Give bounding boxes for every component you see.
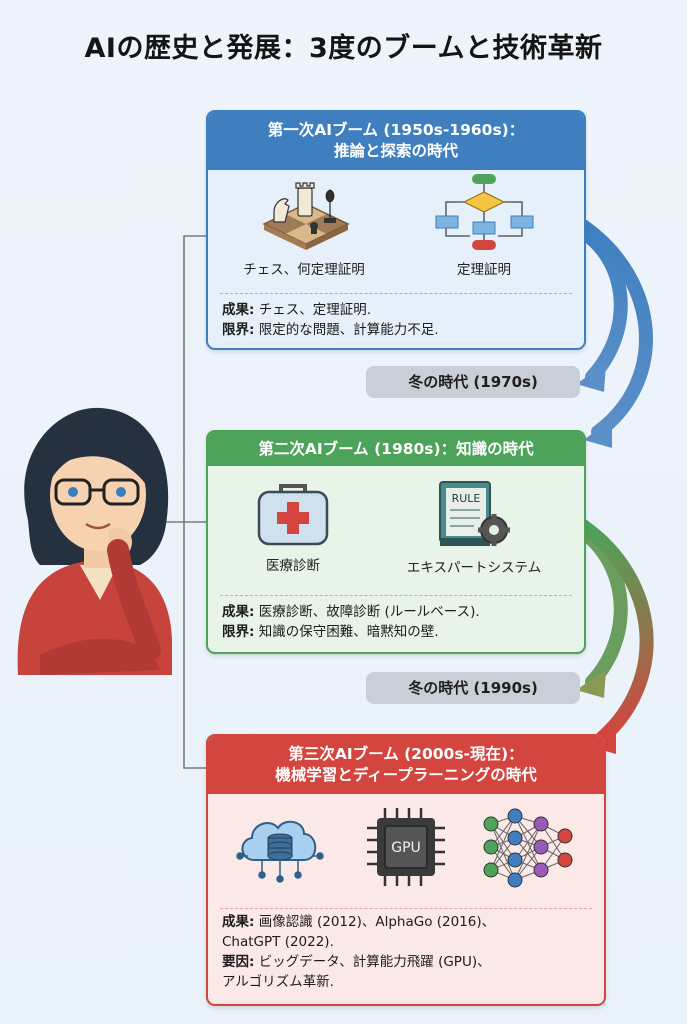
medical-kit-icon <box>257 484 329 546</box>
boom3-title-line1: 第三次AIブーム (2000s-現在)： <box>288 745 524 763</box>
flowchart-label: 定理証明 <box>457 262 511 278</box>
gpu-chip-icon: GPU <box>367 808 445 886</box>
boom1-title-line1: 第一次AIブーム (1950s-1960s)： <box>267 121 525 139</box>
expert-system-label: エキスパートシステム <box>406 560 542 576</box>
flowchart-item: 定理証明 <box>414 172 554 278</box>
medical-label: 医療診断 <box>266 558 320 574</box>
boom1-card: 第一次AIブーム (1950s-1960s)： 推論と探索の時代 チェス、何定理… <box>206 110 586 350</box>
boom3-title-line2: 機械学習とディープラーニングの時代 <box>275 766 537 784</box>
cloud-database-item <box>232 808 328 888</box>
medical-item: 医療診断 <box>228 480 358 574</box>
rule-book-text: RULE <box>452 492 481 505</box>
gpu-chip-text: GPU <box>391 840 421 856</box>
chess-item: チェス、何定理証明 <box>214 178 394 278</box>
rule-book-gear-icon: RULE <box>439 481 510 546</box>
flowchart-icon <box>435 174 534 250</box>
expert-system-item: RULE エキスパートシステム <box>384 478 564 576</box>
winter-1990s-badge: 冬の時代 (1990s) <box>366 672 580 704</box>
boom2-card: 第二次AIブーム (1980s)：知識の時代 医療診断 RULE <box>206 430 586 654</box>
gpu-item: GPU <box>360 804 452 890</box>
boom1-title-line2: 推論と探索の時代 <box>333 142 458 160</box>
boom2-header: 第二次AIブーム (1980s)：知識の時代 <box>208 432 584 466</box>
neural-network-item <box>480 806 576 888</box>
chess-label: チェス、何定理証明 <box>243 262 365 278</box>
chess-icon <box>262 182 350 250</box>
boom1-header: 第一次AIブーム (1950s-1960s)： 推論と探索の時代 <box>208 112 584 170</box>
boom3-header: 第三次AIブーム (2000s-現在)： 機械学習とディープラーニングの時代 <box>208 736 604 794</box>
boom2-notes: 成果: 医療診断、故障診断 (ルールベース). 限界: 知識の保守困難、暗黙知の… <box>222 604 480 640</box>
boom3-card: 第三次AIブーム (2000s-現在)： 機械学習とディープラーニングの時代 <box>206 734 606 1006</box>
boom3-notes: 成果: 画像認識 (2012)、AlphaGo (2016)、 ChatGPT … <box>222 914 496 990</box>
boom1-notes: 成果: チェス、定理証明. 限界: 限定的な問題、計算能力不足. <box>222 302 439 338</box>
cloud-database-icon <box>236 820 324 883</box>
neural-network-icon <box>483 808 573 888</box>
page-title: AIの歴史と発展：3度のブームと技術革新 <box>84 33 603 64</box>
winter-1970s-badge: 冬の時代 (1970s) <box>366 366 580 398</box>
arrow-to-boom2 <box>576 219 653 448</box>
boom2-title-line1: 第二次AIブーム (1980s)：知識の時代 <box>258 439 534 458</box>
